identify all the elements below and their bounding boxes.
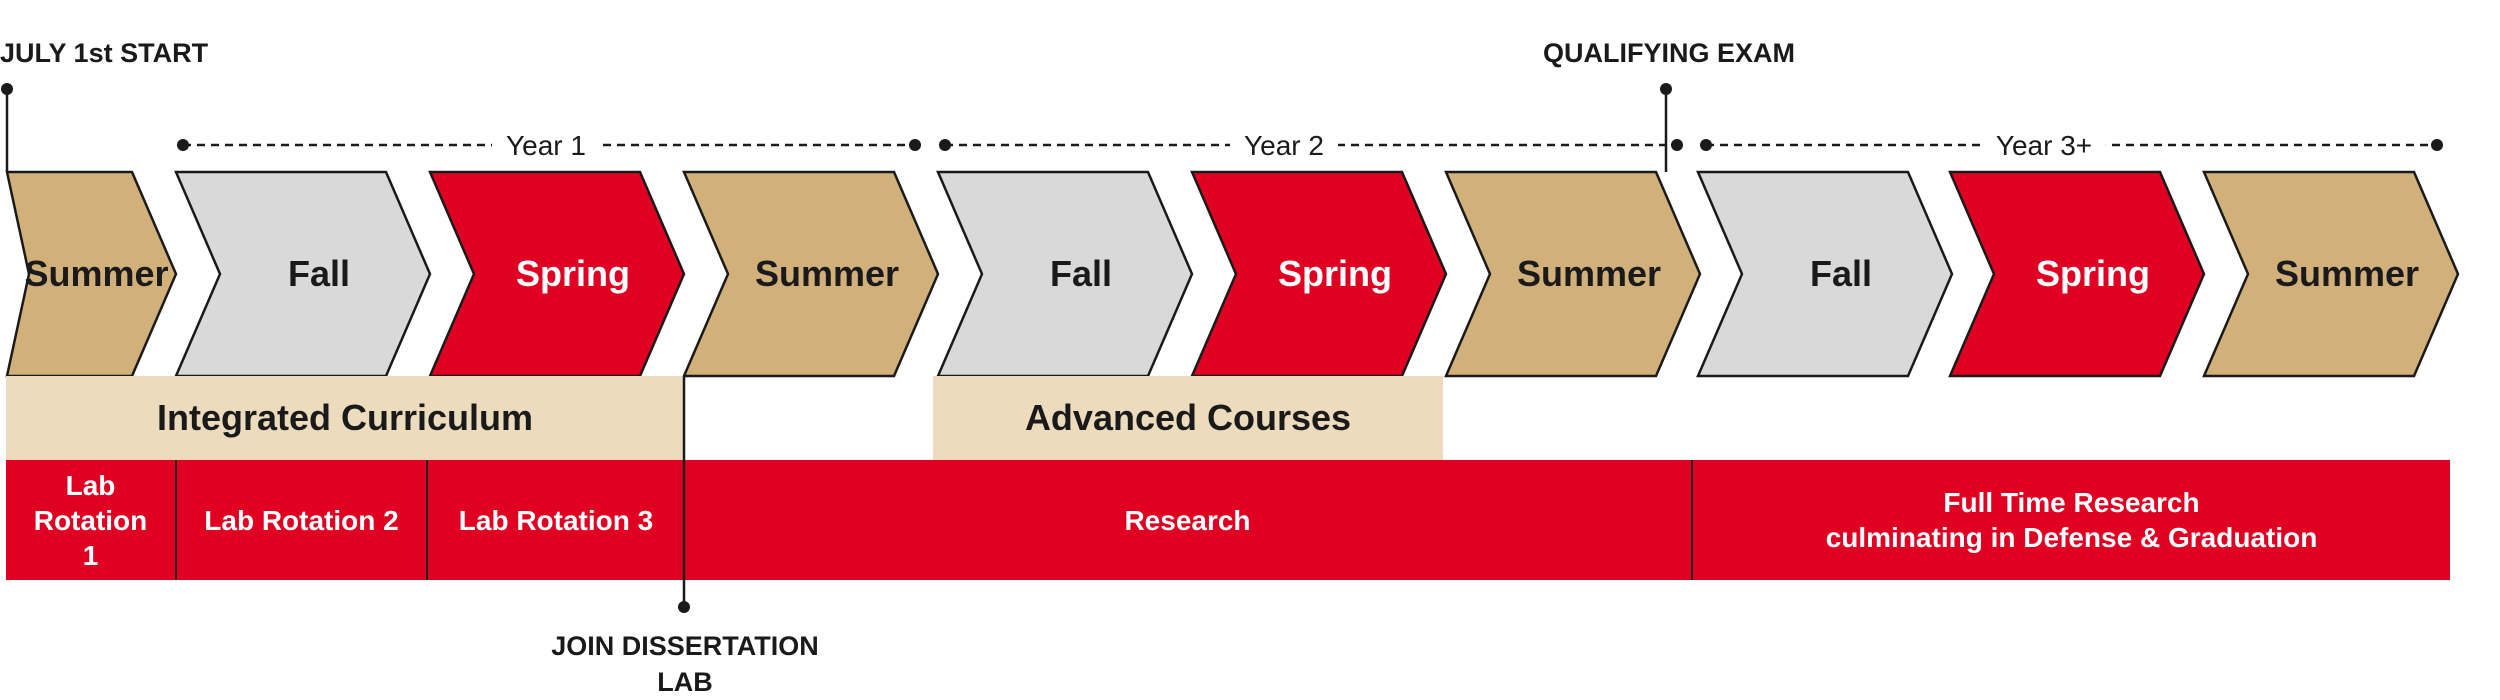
term-chevron-10-summer [2202,170,2460,378]
term-chevron-7-summer [1444,170,1702,378]
research-band: Research [684,460,1693,580]
lab-rotation-1-band: Lab Rotation 1 [6,460,177,580]
term-label-4-summer: Summer [754,253,900,294]
lab-rotation-1-line2: Rotation [33,504,148,536]
start-milestone-label: JULY 1st START [0,38,209,68]
term-label-8-fall: Fall [1809,253,1872,294]
full-time-research-band: Full Time Research culminating in Defens… [1693,460,2450,580]
term-chevron-9-spring [1948,170,2206,378]
term-label-7-summer: Summer [1516,253,1662,294]
full-time-research-line1: Full Time Research [1943,487,2200,518]
year-3-label: Year 3+ [1981,130,2107,162]
integrated-curriculum-band: Integrated Curriculum [6,376,684,460]
term-chevron-4-summer [682,170,940,378]
join-dissertation-lab-label: JOIN DISSERTATION LAB [540,628,830,700]
lab-rotation-1-line3: 1 [82,539,99,571]
join-dissertation-lab-line1: JOIN DISSERTATION [551,631,819,661]
lab-rotation-3-band: Lab Rotation 3 [428,460,684,580]
term-label-6-spring: Spring [1278,253,1392,294]
year-2-label: Year 2 [1230,130,1338,162]
start-milestone-pin [1,83,13,172]
term-label-3-spring: Spring [516,253,630,294]
term-label-2-fall: Fall [287,253,350,294]
qualifying-exam-label: QUALIFYING EXAM [1543,38,1796,68]
year-1-label: Year 1 [492,130,600,162]
term-label-1-summer: Summer [24,253,169,294]
term-label-9-spring: Spring [2036,253,2150,294]
advanced-courses-band: Advanced Courses [933,376,1443,460]
qualifying-exam-pin [1660,83,1672,172]
term-label-10-summer: Summer [2274,253,2420,294]
lab-rotation-1-line1: Lab [65,469,116,501]
full-time-research-line2: culminating in Defense & Graduation [1825,522,2318,553]
lab-rotation-2-band: Lab Rotation 2 [177,460,428,580]
join-dissertation-lab-line2: LAB [657,667,713,697]
term-chevron-8-fall [1696,170,1954,378]
term-label-5-fall: Fall [1049,253,1112,294]
